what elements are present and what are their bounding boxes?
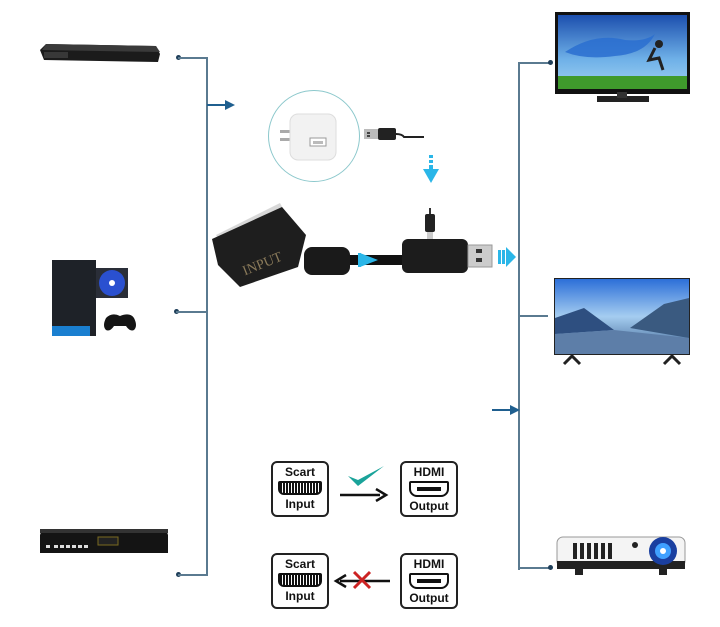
connector-dot — [548, 60, 553, 65]
set-top-box-icon — [38, 527, 170, 557]
arrow-right-icon — [492, 403, 520, 415]
hdmi-port-icon — [409, 481, 449, 497]
connector-line — [178, 57, 208, 59]
smart-tv-icon — [554, 278, 690, 366]
checkmark-icon — [346, 464, 386, 488]
connector-line — [518, 315, 548, 317]
hdmi-output-badge: HDMI Output — [400, 553, 458, 609]
scart-port-icon — [278, 573, 322, 587]
power-adapter-circle — [268, 90, 360, 182]
projector-icon — [555, 533, 690, 578]
connector-line — [178, 574, 208, 576]
scart-to-hdmi-converter: INPUT — [210, 195, 520, 290]
usb-power-adapter-icon — [280, 108, 344, 164]
arrow-right-icon — [340, 487, 390, 503]
source-bus-vertical — [206, 57, 208, 575]
hdmi-output-badge: HDMI Output — [400, 461, 458, 517]
scart-input-badge: Scart Input — [271, 461, 329, 517]
arrow-right-icon — [207, 98, 235, 110]
usb-cable-icon — [364, 126, 424, 142]
tv-icon — [555, 12, 690, 107]
cross-icon — [352, 570, 372, 590]
connector-dot — [548, 565, 553, 570]
hdmi-port-icon — [409, 573, 449, 589]
scart-input-badge: Scart Input — [271, 553, 329, 609]
dvd-player-icon — [40, 42, 162, 66]
connector-line — [176, 311, 208, 313]
connector-line — [518, 62, 550, 64]
scart-port-icon — [278, 481, 322, 495]
flow-down-arrow-icon — [423, 155, 439, 183]
game-console-icon — [52, 260, 147, 338]
connector-line — [518, 567, 550, 569]
micro-usb-plug-icon — [424, 208, 436, 244]
